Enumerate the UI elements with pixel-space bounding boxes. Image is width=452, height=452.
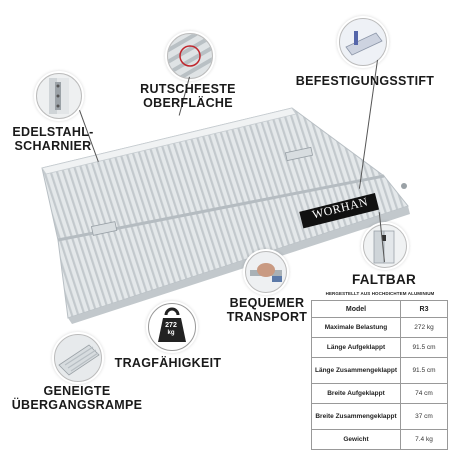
hinge-right [284, 146, 314, 162]
table-row: Maximale Belastung 272 kg [311, 317, 448, 338]
table-row: Länge Aufgeklappt 91.5 cm [311, 337, 448, 358]
label-hinge: EDELSTAHL-SCHARNIER [12, 125, 94, 153]
hinge-icon [36, 73, 82, 119]
spec-header-model: Model [311, 300, 401, 318]
spec-key: Gewicht [311, 429, 401, 450]
hand-icon [245, 251, 287, 293]
spec-value: 91.5 cm [400, 357, 448, 384]
spec-header-row: Model R3 [311, 300, 448, 318]
fold-icon [363, 224, 407, 268]
table-row: Gewicht 7.4 kg [311, 429, 448, 450]
spec-key: Breite Zusammengeklappt [311, 403, 401, 430]
spec-key: Länge Zusammengeklappt [311, 357, 401, 384]
spec-key: Maximale Belastung [311, 317, 401, 338]
table-row: Länge Zusammengeklappt 91.5 cm [311, 357, 448, 384]
table-row: Breite Zusammengeklappt 37 cm [311, 403, 448, 430]
weight-unit: kg [167, 330, 175, 336]
spec-value: 7.4 kg [400, 429, 448, 450]
spec-header-r3: R3 [400, 300, 448, 318]
table-row: Breite Aufgeklappt 74 cm [311, 383, 448, 404]
label-capacity: TRAGFÄHIGKEIT [114, 356, 222, 370]
spec-subtitle: HERGESTELLT AUS HOCHDICHTEM ALUMINIUM [325, 291, 435, 296]
spec-value: 37 cm [400, 403, 448, 430]
spec-key: Breite Aufgeklappt [311, 383, 401, 404]
spec-value: 91.5 cm [400, 337, 448, 358]
spec-value: 74 cm [400, 383, 448, 404]
ramp-edge-icon [54, 334, 102, 382]
spec-value: 272 kg [400, 317, 448, 338]
weight-value: 272 [165, 322, 177, 329]
label-pin: BEFESTIGUNGSSTIFT [295, 74, 435, 88]
label-foldable: FALTBAR [351, 272, 417, 287]
weight-icon [148, 303, 196, 351]
hinge-left [90, 221, 118, 236]
spec-table: Model R3 Maximale Belastung 272 kg Länge… [311, 300, 448, 450]
pin-icon [339, 18, 387, 66]
spec-key: Länge Aufgeklappt [311, 337, 401, 358]
surface-icon [167, 33, 213, 79]
